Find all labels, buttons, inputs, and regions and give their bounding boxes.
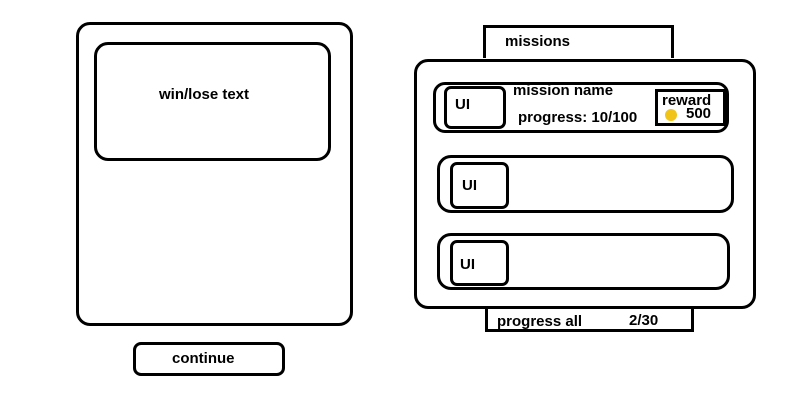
mission-icon-label: UI — [460, 256, 475, 273]
mission-progress-label: progress: — [518, 109, 588, 126]
progress-all-label: progress all — [497, 313, 583, 330]
mission-progress-value: 10/100 — [591, 109, 638, 126]
mission-icon-placeholder — [450, 162, 509, 209]
mission-icon-label: UI — [455, 96, 470, 113]
result-text-box — [94, 42, 331, 161]
mission-name: mission name — [513, 82, 614, 99]
reward-label: reward — [662, 92, 712, 109]
continue-button[interactable] — [133, 342, 285, 376]
result-text: win/lose text — [159, 86, 250, 103]
progress-all-box — [485, 309, 694, 332]
reward-amount: 500 — [686, 105, 712, 122]
mission-icon-label: UI — [462, 177, 477, 194]
progress-all-value: 2/30 — [629, 312, 659, 329]
missions-header — [483, 25, 674, 58]
mission-icon-placeholder — [444, 86, 506, 129]
mission-progress: progress: 10/100 — [518, 109, 637, 126]
coin-icon — [665, 109, 677, 121]
continue-button-label[interactable]: continue — [172, 350, 235, 367]
mission-icon-placeholder — [450, 240, 509, 286]
missions-title: missions — [505, 33, 571, 50]
